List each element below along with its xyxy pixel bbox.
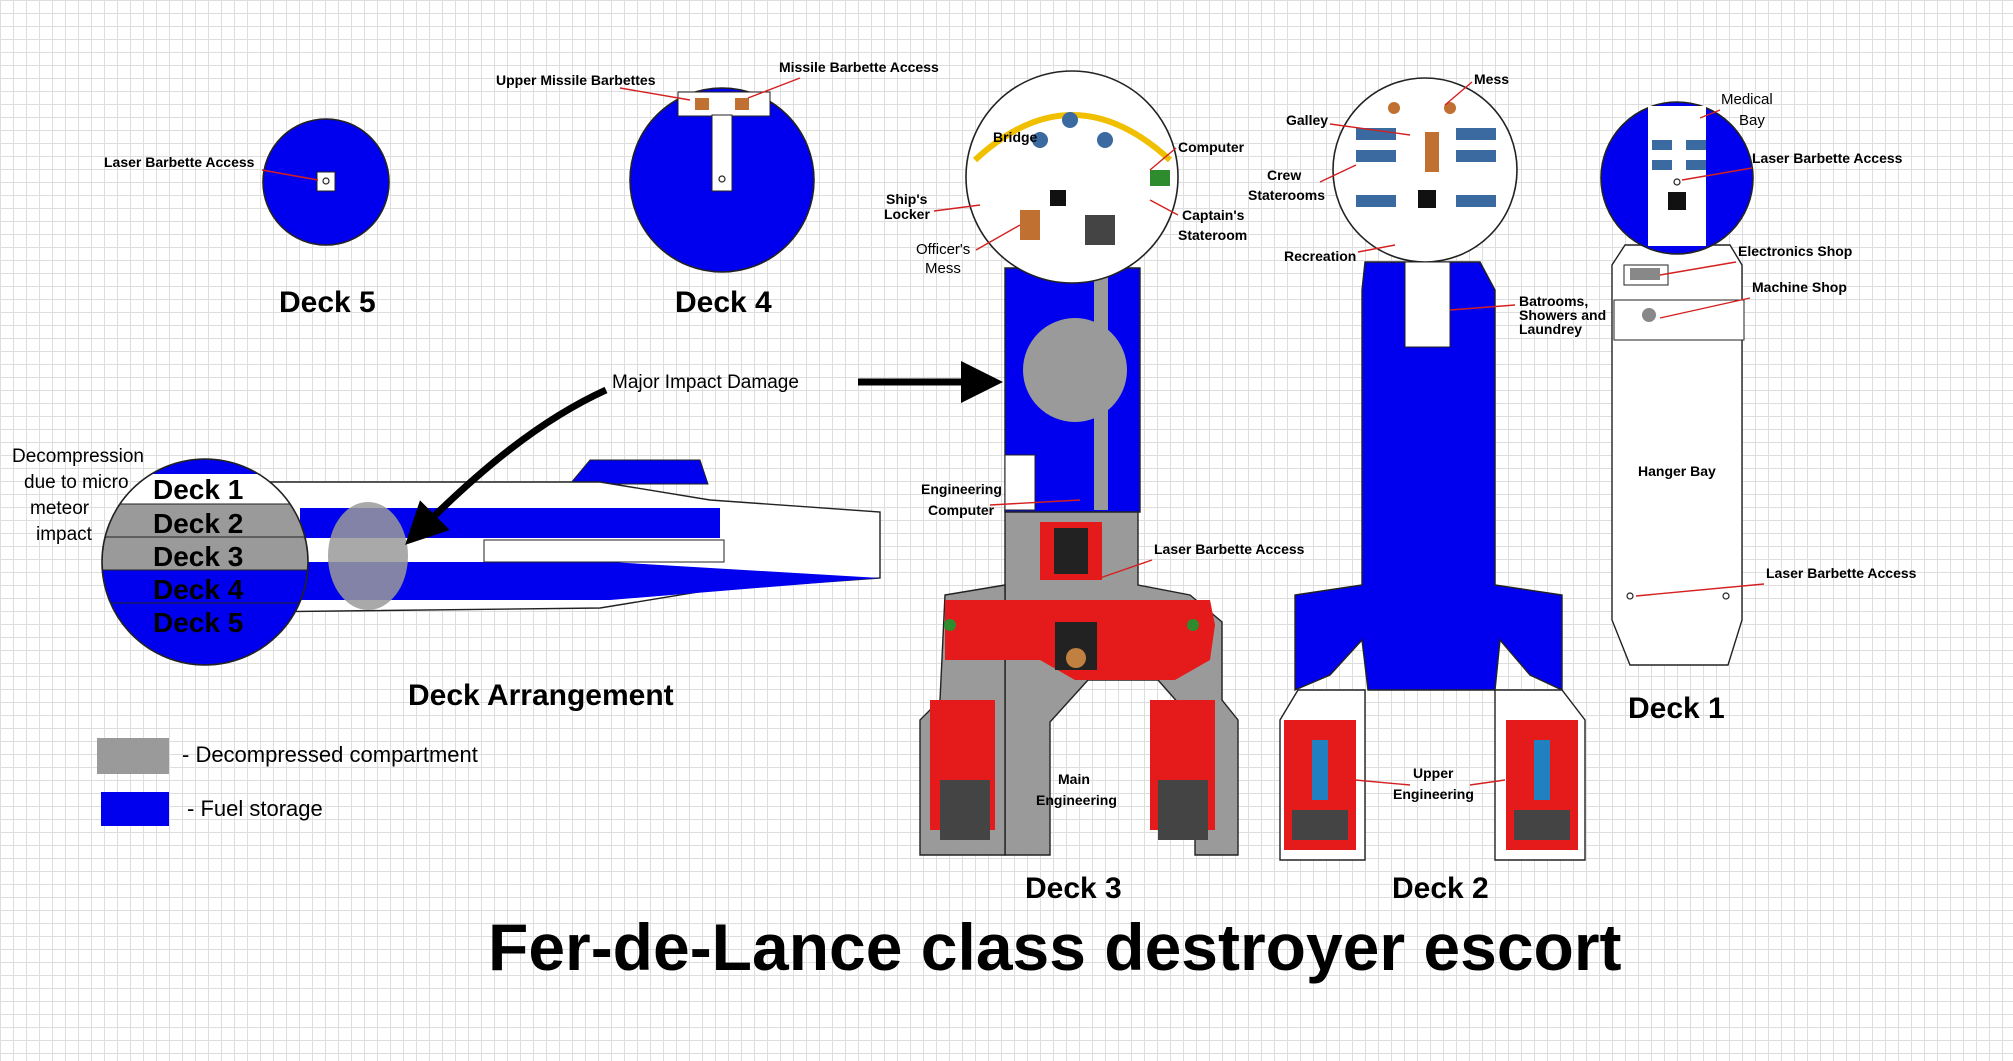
deck3-plan: Bridge Computer Ship's Locker Captain's … (884, 70, 1305, 905)
circle-icon (1722, 592, 1730, 600)
deck4-upper-missile-label: Upper Missile Barbettes (496, 72, 656, 88)
major-impact-label: Major Impact Damage (612, 372, 799, 393)
deck4-missile-access-label: Missile Barbette Access (779, 59, 939, 75)
deck5-hatch (316, 171, 336, 192)
deck2-mess-label: Mess (1474, 71, 1509, 87)
arrangement-cross-section (101, 458, 309, 666)
deck4-plan: Upper Missile Barbettes Missile Barbette… (496, 59, 939, 319)
arrangement-band-deck2: Deck 2 (153, 508, 243, 539)
deck2-plan: Mess Galley Crew Staterooms Recreation B… (1248, 71, 1606, 905)
deck3-captains-stateroom-line2: Stateroom (1178, 227, 1247, 243)
deck3-officers-mess-line1: Officer's (916, 241, 970, 258)
deck4-title: Deck 4 (675, 286, 772, 319)
deck2-title: Deck 2 (1392, 872, 1489, 905)
deck1-machine-shop-label: Machine Shop (1752, 279, 1847, 295)
arrangement-upper-fin (568, 459, 709, 485)
deck2-galley-label: Galley (1286, 112, 1328, 128)
deck3-engineering-hull (1004, 509, 1239, 856)
deck2-recreation-label: Recreation (1284, 248, 1356, 264)
deck3-captains-stateroom-line1: Captain's (1182, 207, 1245, 223)
arrangement-band-deck5: Deck 5 (153, 607, 243, 638)
decompression-note-line1: Decompression (12, 446, 144, 467)
deck2-batrooms-line1: Batrooms, (1519, 293, 1588, 309)
deck2-batrooms-line3: Laundrey (1519, 321, 1582, 337)
deck2-upper-engineering-line1: Upper (1413, 765, 1454, 781)
deck1-electronics-shop-label: Electronics Shop (1738, 243, 1852, 259)
deck-arrangement: Deck 1 Deck 2 Deck 3 Deck 4 Deck 5 Decom… (12, 446, 881, 712)
deck1-laser-barbette-bottom-label: Laser Barbette Access (1766, 565, 1917, 581)
legend: - Decompressed compartment - Fuel storag… (97, 738, 478, 826)
deck5-laser-barbette-label: Laser Barbette Access (104, 154, 255, 170)
deck-arrangement-title: Deck Arrangement (408, 679, 674, 712)
deck2-batrooms-line2: Showers and (1519, 307, 1606, 323)
deck3-main-engineering-line2: Engineering (1036, 792, 1117, 808)
deck2-crew-staterooms-line2: Staterooms (1248, 187, 1325, 203)
deck3-engineering-computer-line2: Computer (928, 502, 995, 518)
deck3-computer-label: Computer (1178, 139, 1245, 155)
deck1-laser-barbette-top-label: Laser Barbette Access (1752, 150, 1903, 166)
arrow-icon (405, 386, 608, 545)
deck3-engineering-computer-line1: Engineering (921, 481, 1002, 497)
deck2-upper-engineering-line2: Engineering (1393, 786, 1474, 802)
arrangement-band-deck4: Deck 4 (153, 574, 244, 605)
deck1-title: Deck 1 (1628, 692, 1725, 725)
decompression-note-line3: meteor (30, 498, 90, 519)
deck2-crew-staterooms-line1: Crew (1267, 167, 1301, 183)
legend-fuel-label: - Fuel storage (187, 796, 323, 821)
deck1-medical-bay-line1: Medical (1721, 91, 1773, 108)
deck5-title: Deck 5 (279, 286, 376, 319)
impact-annotation: Major Impact Damage (405, 361, 1003, 545)
deck5-plan: Laser Barbette Access Deck 5 (104, 118, 390, 319)
legend-decompressed-label: - Decompressed compartment (182, 742, 478, 767)
deck3-impact-damage (1023, 318, 1127, 422)
legend-decompressed-swatch (97, 738, 169, 774)
deck1-plan: Medical Bay Laser Barbette Access Electr… (1600, 91, 1917, 725)
deck3-main-engineering-line1: Main (1058, 771, 1090, 787)
deck3-bridge-label: Bridge (993, 129, 1038, 145)
deck4-missile-room (677, 91, 771, 117)
deck3-title: Deck 3 (1025, 872, 1122, 905)
deck3-ships-locker-line1: Ship's (886, 191, 928, 207)
arrangement-damage-zone (328, 502, 408, 610)
deck1-medical-bay-line2: Bay (1739, 112, 1765, 129)
arrangement-band-deck1: Deck 1 (153, 474, 243, 505)
decompression-note-line4: impact (36, 524, 93, 545)
arrangement-band-deck3: Deck 3 (153, 541, 243, 572)
decompression-note-line2: due to micro (24, 472, 129, 493)
deck3-officers-mess-line2: Mess (925, 260, 961, 277)
deck4-corridor (711, 114, 733, 192)
deck3-ships-locker-line2: Locker (884, 206, 930, 222)
deck3-bridge-dome (965, 70, 1179, 284)
main-title: Fer-de-Lance class destroyer escort (488, 910, 1622, 984)
deck3-laser-barbette-label: Laser Barbette Access (1154, 541, 1305, 557)
legend-fuel-swatch (101, 792, 169, 826)
deck1-hanger-bay-label: Hanger Bay (1638, 463, 1716, 479)
circle-icon (1626, 592, 1634, 600)
deck1-hangar-hull (1611, 244, 1743, 666)
